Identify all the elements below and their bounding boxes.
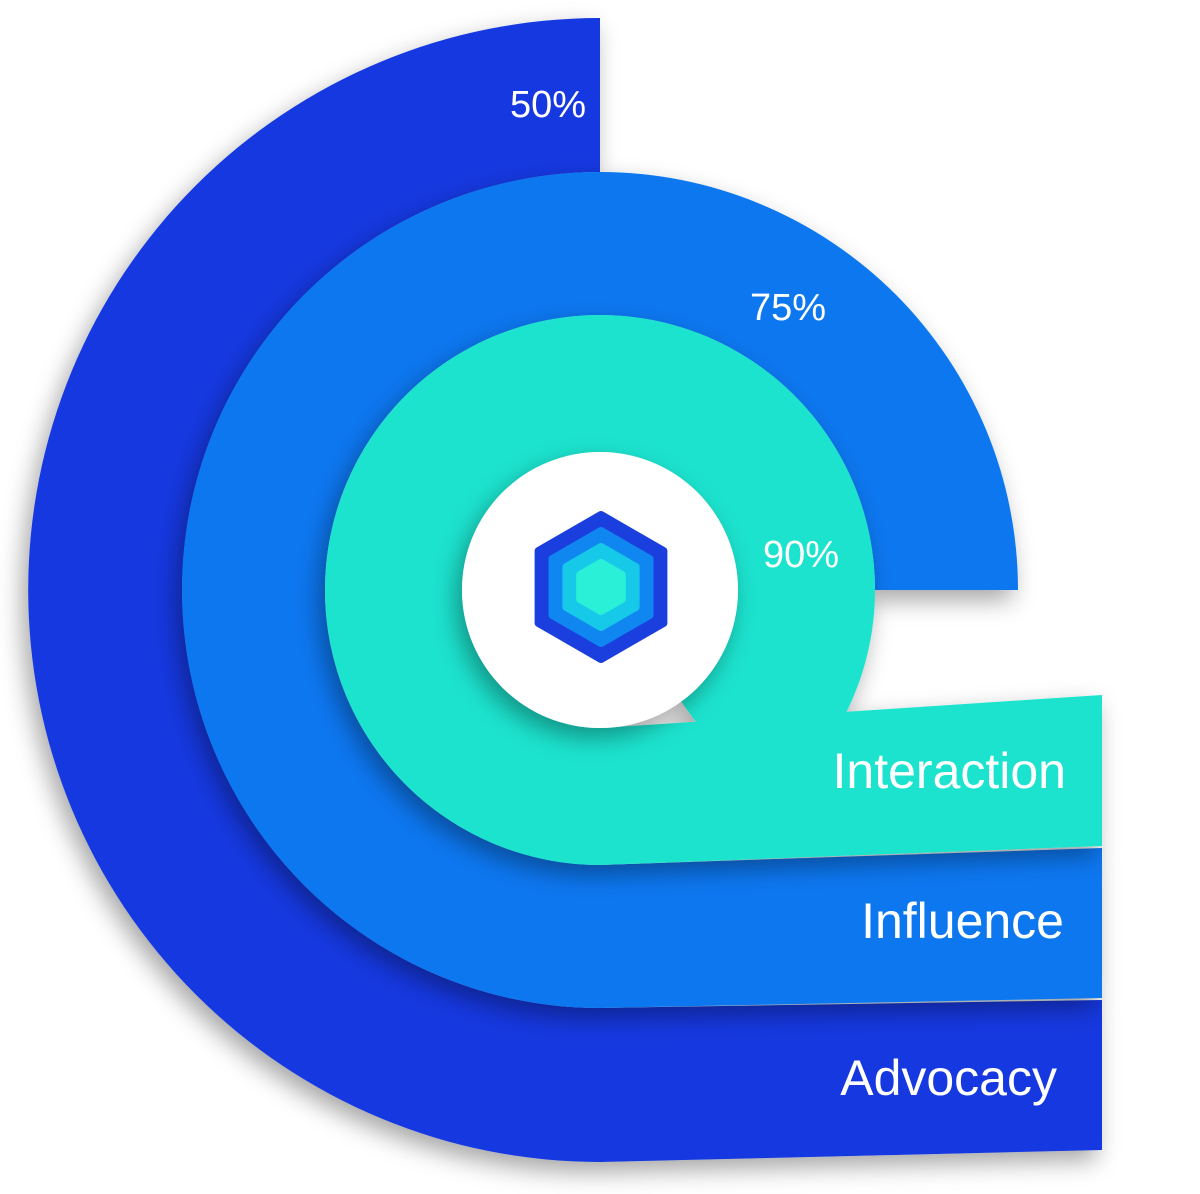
bar-influence — [182, 172, 1102, 1008]
bar-interaction — [325, 314, 1103, 866]
bar-layer — [28, 18, 1103, 1162]
value-label-interaction: 90% — [763, 534, 839, 576]
bar-advocacy — [28, 18, 1102, 1162]
category-label-interaction: Interaction — [833, 743, 1066, 799]
hexagon-core — [576, 559, 626, 615]
category-label-advocacy: Advocacy — [840, 1050, 1057, 1106]
category-label-influence: Influence — [861, 893, 1064, 949]
value-label-influence: 75% — [750, 287, 826, 329]
hexagon-logo-icon — [534, 511, 668, 663]
value-label-advocacy: 50% — [510, 84, 586, 126]
